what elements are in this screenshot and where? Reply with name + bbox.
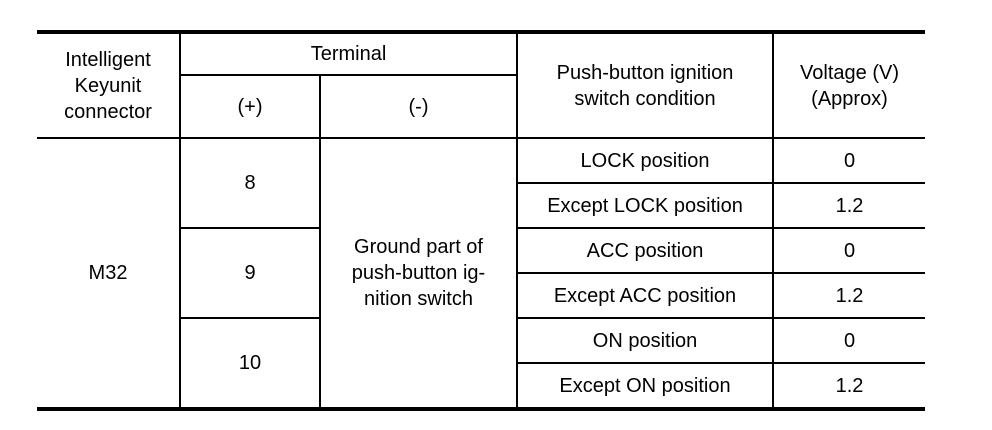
cell-condition: Except ON position xyxy=(516,362,775,410)
cell-condition: ON position xyxy=(516,317,775,364)
cell-ground: Ground part of push-button ig- nition sw… xyxy=(318,137,519,410)
cell-condition: Except LOCK position xyxy=(516,182,775,229)
cell-voltage: 1.2 xyxy=(772,362,927,410)
cell-voltage: 1.2 xyxy=(772,182,927,229)
table-row: M32 8 Ground part of push-button ig- nit… xyxy=(36,137,927,410)
header-terminal-minus: (-) xyxy=(318,74,519,139)
header-condition: Push-button ignition switch condition xyxy=(516,31,775,139)
cell-terminal-8: 8 xyxy=(179,137,321,229)
header-row-terminal: Intelligent Keyunit connector Terminal P… xyxy=(36,31,927,139)
header-terminal-plus: (+) xyxy=(179,74,321,139)
cell-connector: M32 xyxy=(36,137,181,410)
cell-voltage: 0 xyxy=(772,317,927,364)
cell-terminal-9: 9 xyxy=(179,227,321,319)
table-row: Except ON position 1.2 xyxy=(37,362,927,410)
cell-condition: Except ACC position xyxy=(516,272,775,319)
table-row: 10 ON position 0 xyxy=(37,317,927,410)
voltage-check-table: Intelligent Keyunit connector Terminal P… xyxy=(36,30,927,411)
cell-condition: LOCK position xyxy=(516,137,775,184)
table-row: Except LOCK position 1.2 xyxy=(37,182,927,229)
cell-condition: ACC position xyxy=(516,227,775,274)
cell-voltage: 0 xyxy=(772,137,927,184)
cell-voltage: 0 xyxy=(772,227,927,274)
header-row-polarity: (+) (-) xyxy=(37,74,925,139)
header-terminal: Terminal xyxy=(178,31,519,76)
table-row: Except ACC position 1.2 xyxy=(37,272,927,319)
header-voltage: Voltage (V) (Approx) xyxy=(772,31,927,139)
header-connector: Intelligent Keyunit connector xyxy=(36,31,181,139)
table-row: 9 ACC position 0 xyxy=(37,227,927,319)
cell-voltage: 1.2 xyxy=(772,272,927,319)
cell-terminal-10: 10 xyxy=(179,317,321,410)
